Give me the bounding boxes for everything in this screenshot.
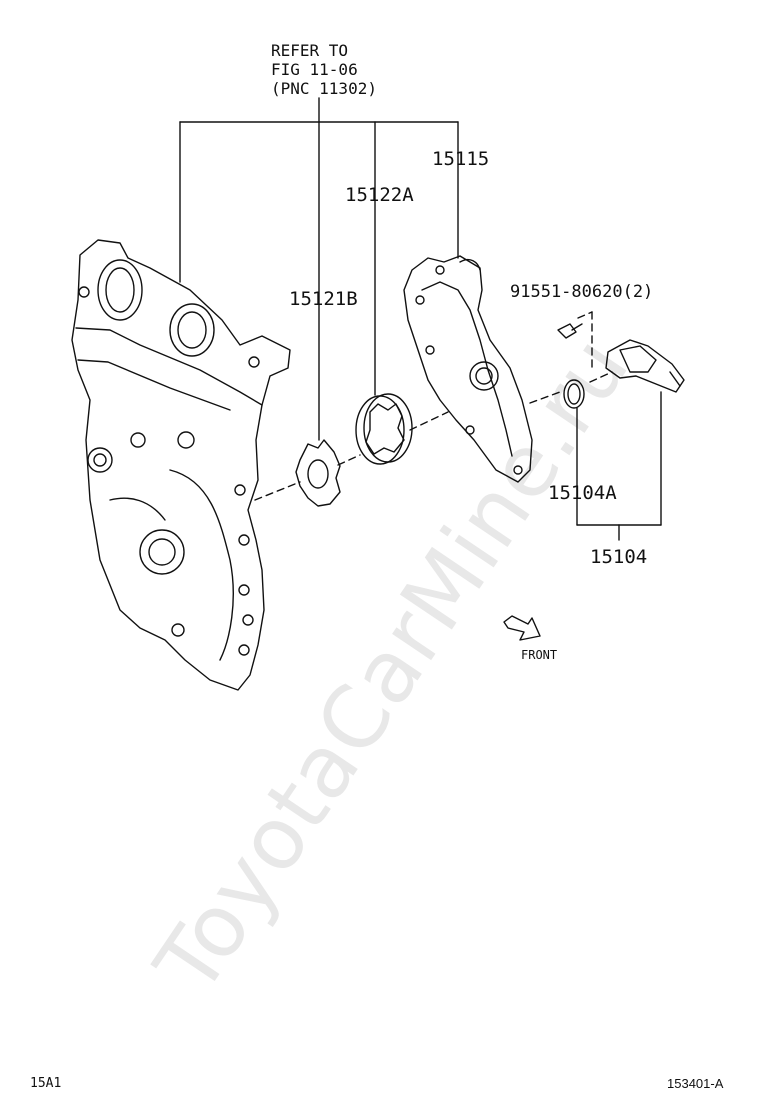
front-arrow-icon [503,615,541,641]
strainer-15104 [605,339,685,393]
pump-body-15115 [403,255,533,483]
footer-right-code: 153401-A [667,1076,724,1091]
refer-note-line2: FIG 11-06 [271,60,358,79]
bolt-91551 [557,323,583,339]
footer-left-code: 15A1 [30,1076,62,1091]
front-label: FRONT [521,648,558,662]
rotor-15122A [355,393,413,465]
leader-lines [179,97,662,541]
refer-note-line1: REFER TO [271,41,349,60]
oring-15104A [563,379,585,409]
part-number-15122A[interactable]: 15122A [345,184,414,206]
timing-cover [71,239,291,691]
part-number-15115[interactable]: 15115 [432,148,490,170]
part-number-15121B[interactable]: 15121B [289,288,358,310]
rotor-15121B [295,439,341,507]
part-number-15104[interactable]: 15104 [590,546,648,568]
part-number-91551[interactable]: 91551-80620(2) [510,282,654,302]
part-number-15104A[interactable]: 15104A [548,482,617,504]
refer-note-line3: (PNC 11302) [271,79,377,98]
assembly-axis [254,311,613,501]
